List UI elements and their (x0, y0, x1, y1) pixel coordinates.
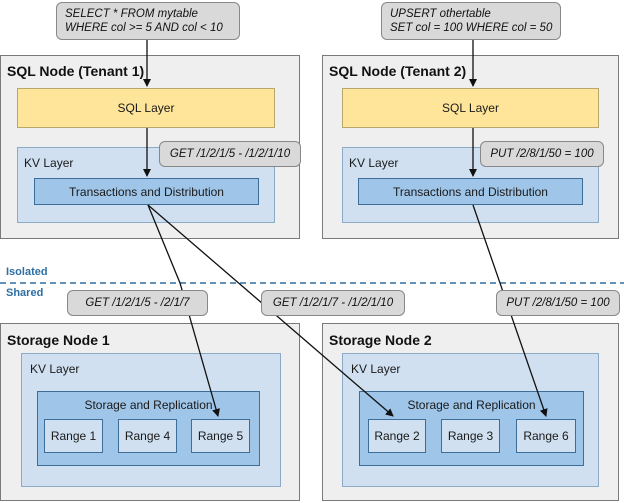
isolated-label: Isolated (6, 266, 48, 278)
range-3: Range 3 (441, 419, 500, 453)
kv-layer-label: KV Layer (351, 362, 401, 376)
kv-layer-label: KV Layer (349, 156, 399, 170)
kv-layer-label: KV Layer (24, 156, 74, 170)
node-title: SQL Node (Tenant 1) (7, 63, 145, 79)
range-6: Range 6 (516, 419, 576, 453)
request-callout-get-b: GET /1/2/1/7 - /1/2/1/10 (261, 290, 405, 316)
request-text: GET /1/2/1/5 - /1/2/1/10 (169, 148, 291, 160)
request-callout-t1-get: GET /1/2/1/5 - /1/2/1/10 (159, 141, 301, 167)
request-callout-t2-put: PUT /2/8/1/50 = 100 (480, 141, 604, 167)
storage-replication-label: Storage and Replication (84, 398, 213, 412)
query-callout-tenant2: UPSERT othertable SET col = 100 WHERE co… (381, 2, 561, 40)
sql-layer: SQL Layer (17, 88, 275, 128)
range-2: Range 2 (368, 419, 426, 453)
query-line-2: WHERE col >= 5 AND col < 10 (65, 22, 223, 34)
node-title: SQL Node (Tenant 2) (329, 63, 467, 79)
kv-layer-label: KV Layer (30, 362, 80, 376)
arrow-txn1-to-range5 (147, 204, 220, 417)
shared-label: Shared (6, 287, 44, 299)
sql-layer: SQL Layer (342, 88, 599, 128)
range-5: Range 5 (191, 419, 250, 453)
query-callout-tenant1: SELECT * FROM mytable WHERE col >= 5 AND… (56, 2, 240, 40)
storage-replication-label: Storage and Replication (407, 398, 536, 412)
request-text: PUT /2/8/1/50 = 100 (506, 297, 610, 309)
request-text: GET /1/2/1/7 - /1/2/1/10 (272, 297, 394, 309)
transactions-distribution: Transactions and Distribution (34, 178, 259, 205)
transactions-distribution: Transactions and Distribution (358, 178, 583, 205)
query-line-1: SELECT * FROM mytable (65, 8, 198, 20)
query-line-2: SET col = 100 WHERE col = 50 (390, 22, 553, 34)
request-text: PUT /2/8/1/50 = 100 (490, 148, 594, 160)
request-callout-put-b: PUT /2/8/1/50 = 100 (496, 290, 620, 316)
query-line-1: UPSERT othertable (390, 8, 491, 20)
range-1: Range 1 (44, 419, 103, 453)
request-callout-get-a: GET /1/2/1/5 - /2/1/7 (67, 290, 208, 316)
request-text: GET /1/2/1/5 - /2/1/7 (85, 297, 190, 309)
node-title: Storage Node 2 (329, 332, 432, 348)
range-4: Range 4 (118, 419, 177, 453)
node-title: Storage Node 1 (7, 332, 110, 348)
